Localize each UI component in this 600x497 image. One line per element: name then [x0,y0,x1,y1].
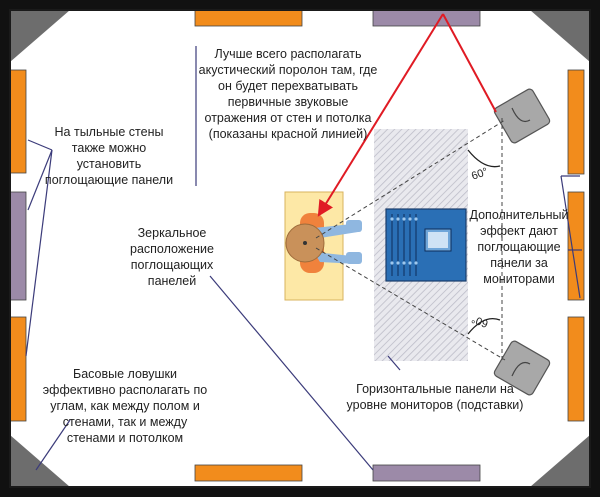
mixing-console [385,208,467,282]
panel-left-orange-bottom [9,316,27,422]
reflection-lines [317,13,497,217]
angle-label-top: 60° [470,166,490,183]
panel-left-purple [9,191,27,301]
speaker-top [493,88,551,144]
label-bass-traps: Басовые ловушки эффективно располагать п… [42,367,208,445]
angle-label-bottom: 60° [470,312,490,329]
label-rear-walls: На тыльные стены также можно установить … [44,125,174,187]
bass-trap-bottom-right [530,435,590,487]
bass-trap-bottom-left [10,435,70,487]
room-border [9,9,591,488]
panel-right-orange-top [567,69,585,175]
panel-bottom-orange [194,464,303,482]
panel-left-orange-top [9,69,27,174]
angle-arc-bottom [467,317,501,335]
label-absorption-top: Лучше всего располагать акустический пор… [198,47,378,141]
speaker-bottom [493,340,551,396]
label-mirror-panels: Зеркальное расположение поглощающих пане… [130,226,214,288]
label-behind-monitors: Дополнительный эффект дают поглощающие п… [469,208,569,286]
panel-bottom-purple [372,464,481,482]
panel-top-orange [194,9,303,27]
angle-arc-top [467,149,501,168]
listening-triangle [315,118,506,362]
label-horizontal-panels: Горизонтальные панели на уровне мониторо… [346,382,524,412]
panel-top-purple [372,9,481,27]
bass-trap-top-right [530,10,590,62]
panel-right-orange-middle [567,191,585,301]
bass-trap-top-left [10,10,70,62]
leader-lines [25,46,582,471]
panel-right-orange-bottom [567,316,585,422]
listener [285,213,362,273]
